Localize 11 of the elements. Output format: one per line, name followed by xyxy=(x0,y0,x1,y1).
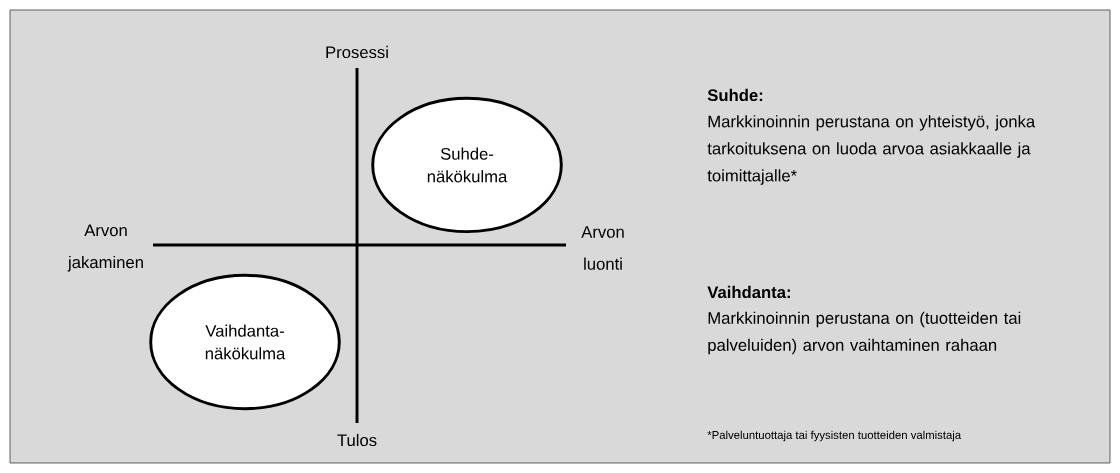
footnote: *Palveluntuottaja tai fyysisten tuotteiden valmistaja xyxy=(707,430,962,442)
ellipse-node: Suhde- näkökulma xyxy=(371,96,563,234)
axis-label: Arvon jakaminen xyxy=(67,224,143,272)
axis-label: Tulos xyxy=(337,433,377,447)
ellipse-node: Vaihdanta- näkökulma xyxy=(149,273,341,411)
axis-label: Prosessi xyxy=(326,45,388,59)
axis-label: Arvon luonti xyxy=(581,226,624,270)
description-text: Markkinoinnin perustana on (tuotteiden tai palveluiden) arvon vaihtaminen rahaan xyxy=(708,311,1021,355)
heading: Vaihdanta: xyxy=(707,285,790,299)
heading: Suhde: xyxy=(707,88,763,102)
description-text: Markkinoinnin perustana on yhteistyö, jonka tarkoituksena on luoda arvoa asiakkaalle ja toimittajalle* xyxy=(707,115,1036,185)
